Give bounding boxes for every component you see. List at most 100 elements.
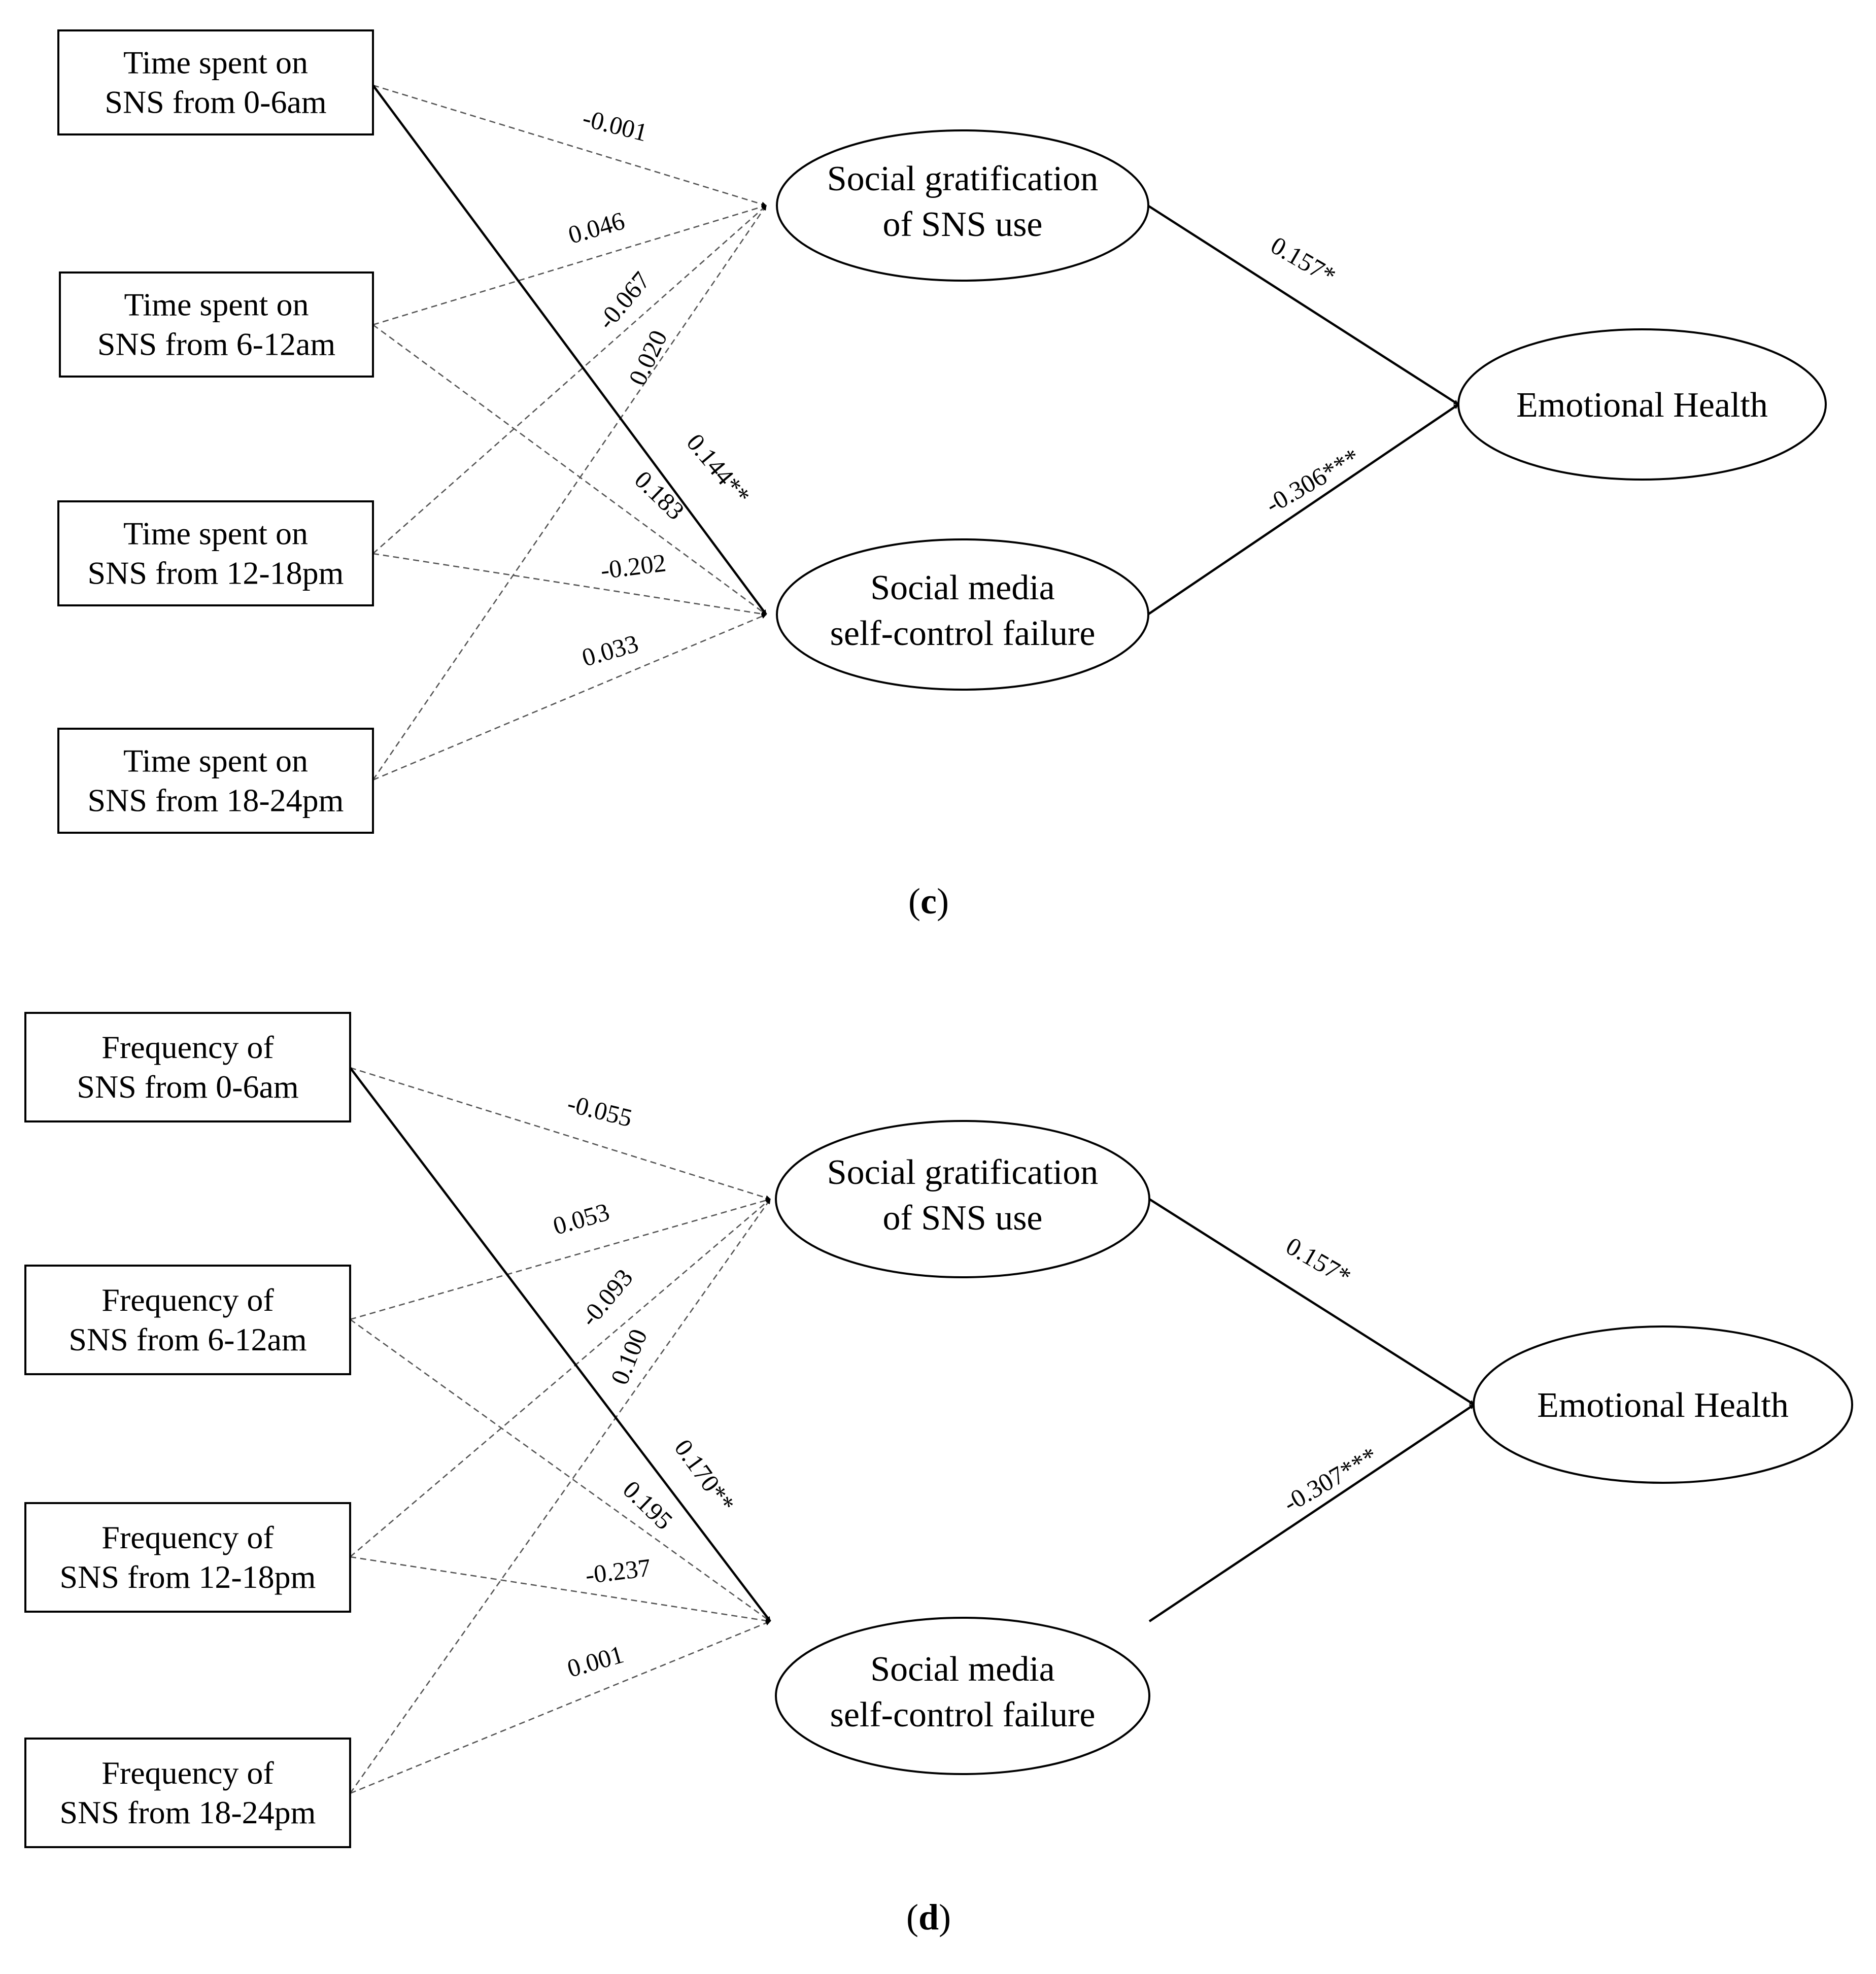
path-coefficient-label: 0.046 [565, 206, 628, 249]
mediator-ellipse: Social media self-control failure [776, 538, 1149, 691]
path-coefficient-label: -0.307*** [1278, 1441, 1382, 1518]
path-arrow-c-p3-m0 [372, 205, 767, 780]
path-arrow-d-m0-o [1148, 1198, 1475, 1406]
path-arrow-d-p2-m1 [350, 1556, 771, 1623]
path-coefficient-label: -0.237 [584, 1553, 652, 1589]
predictor-box-border [24, 1265, 351, 1375]
predictor-box-border [59, 271, 374, 378]
panel-label-open-paren: ( [908, 881, 920, 922]
predictor-label-line: SNS from 12-18pm [88, 555, 344, 591]
mediator-label-line: of SNS use [882, 205, 1042, 244]
mediator-ellipse-border [775, 1617, 1150, 1775]
path-coefficient-label: 0.100 [605, 1325, 653, 1388]
path-coefficient-label: 0.157* [1281, 1232, 1356, 1291]
path-coefficient-label: 0.001 [564, 1640, 627, 1683]
predictor-label-line: Time spent on [123, 45, 308, 81]
predictor-label-line: SNS from 6-12am [69, 1321, 306, 1357]
path-arrow-d-p1-m0 [350, 1198, 771, 1320]
mediator-ellipse: Social gratification of SNS use [775, 1120, 1150, 1278]
path-arrow-c-p0-m1 [372, 84, 767, 616]
path-arrow-c-p1-m0 [372, 204, 767, 326]
path-coefficient-label: 0.183 [629, 465, 690, 525]
outcome-ellipse: Emotional Health [1473, 1325, 1853, 1484]
panel-label-close-paren: ) [939, 1897, 951, 1937]
path-arrow-c-p3-m1 [372, 614, 767, 781]
panel-label: (c) [908, 881, 949, 922]
mediator-ellipse-border [776, 129, 1149, 282]
mediator-ellipse: Social gratification of SNS use [776, 129, 1149, 282]
predictor-box: Frequency of SNS from 0-6am [24, 1012, 351, 1122]
path-arrow-d-p2-m0 [350, 1199, 771, 1557]
predictor-label-line: Frequency of [101, 1519, 274, 1555]
outcome-ellipse: Emotional Health [1457, 328, 1827, 481]
path-arrow-c-m0-o [1147, 205, 1459, 405]
outcome-ellipse-border [1473, 1325, 1853, 1484]
predictor-label-line: SNS from 6-12am [97, 326, 335, 362]
path-coefficient-label: -0.055 [565, 1089, 635, 1133]
mediator-ellipse: Social media self-control failure [775, 1617, 1150, 1775]
panel-label-open-paren: ( [906, 1897, 918, 1937]
predictor-label-line: Time spent on [123, 743, 308, 779]
panel-label: (d) [906, 1897, 951, 1937]
panel-label-letter: d [918, 1897, 939, 1937]
path-arrow-c-p2-m1 [372, 553, 767, 617]
predictor-label-line: Frequency of [101, 1282, 274, 1318]
mediator-label-line: self-control failure [830, 1695, 1096, 1734]
path-coefficient-label: -0.202 [599, 548, 667, 584]
predictor-box-border [57, 29, 374, 135]
mediator-label-line: Social media [870, 568, 1055, 607]
path-coefficient-label: 0.033 [579, 629, 642, 672]
path-coefficient-label: 0.195 [618, 1475, 678, 1535]
path-arrow-d-m1-o [1148, 1404, 1475, 1622]
path-arrow-d-p0-m0 [350, 1067, 771, 1201]
predictor-box-border [57, 728, 374, 834]
predictor-label-line: SNS from 12-18pm [60, 1559, 316, 1595]
predictor-label-line: SNS from 0-6am [77, 1069, 298, 1105]
path-coefficient-label: -0.067 [592, 266, 656, 335]
path-coefficient-label: 0.170** [669, 1434, 740, 1517]
path-arrow-c-m1-o [1147, 403, 1459, 616]
predictor-label-line: Time spent on [123, 516, 308, 552]
panel-label-letter: c [920, 881, 937, 922]
path-arrow-c-p0-m0 [372, 84, 767, 207]
outcome-label: Emotional Health [1516, 386, 1768, 425]
mediator-label-line: Social media [870, 1650, 1055, 1689]
path-coefficient-label: 0.144** [681, 428, 756, 509]
predictor-label-line: SNS from 0-6am [105, 84, 326, 120]
path-arrow-d-p0-m1 [349, 1067, 771, 1622]
path-arrow-c-p2-m0 [372, 205, 767, 554]
predictor-box-border [24, 1012, 351, 1122]
predictor-box-border [24, 1738, 351, 1848]
outcome-ellipse-border [1457, 328, 1827, 481]
mediator-ellipse-border [776, 538, 1149, 691]
path-coefficient-label: 0.053 [550, 1197, 613, 1240]
path-coefficient-label: -0.001 [580, 104, 651, 147]
mediator-label-line: Social gratification [827, 159, 1099, 198]
predictor-label-line: SNS from 18-24pm [88, 782, 344, 819]
predictor-box-border [24, 1502, 351, 1613]
path-coefficient-label: 0.020 [623, 326, 672, 390]
mediator-label-line: of SNS use [882, 1199, 1042, 1238]
path-coefficient-label: -0.093 [574, 1264, 638, 1332]
path-arrow-d-p1-m1 [350, 1318, 771, 1622]
path-coefficient-label: 0.157* [1266, 231, 1341, 290]
mediator-ellipse-border [775, 1120, 1150, 1278]
path-arrow-d-p3-m1 [350, 1620, 771, 1794]
predictor-label-line: SNS from 18-24pm [60, 1794, 316, 1830]
predictor-label-line: Time spent on [124, 287, 309, 323]
mediator-label-line: self-control failure [830, 614, 1096, 653]
predictor-box-border [57, 500, 374, 606]
path-arrow-c-p1-m1 [372, 324, 767, 616]
predictor-label-line: Frequency of [101, 1029, 274, 1065]
mediator-label-line: Social gratification [827, 1153, 1099, 1192]
predictor-label-line: Frequency of [101, 1755, 274, 1791]
outcome-label: Emotional Health [1537, 1386, 1789, 1425]
path-coefficient-label: -0.306*** [1260, 443, 1365, 519]
predictor-box: Frequency of SNS from 12-18pm [24, 1502, 351, 1613]
